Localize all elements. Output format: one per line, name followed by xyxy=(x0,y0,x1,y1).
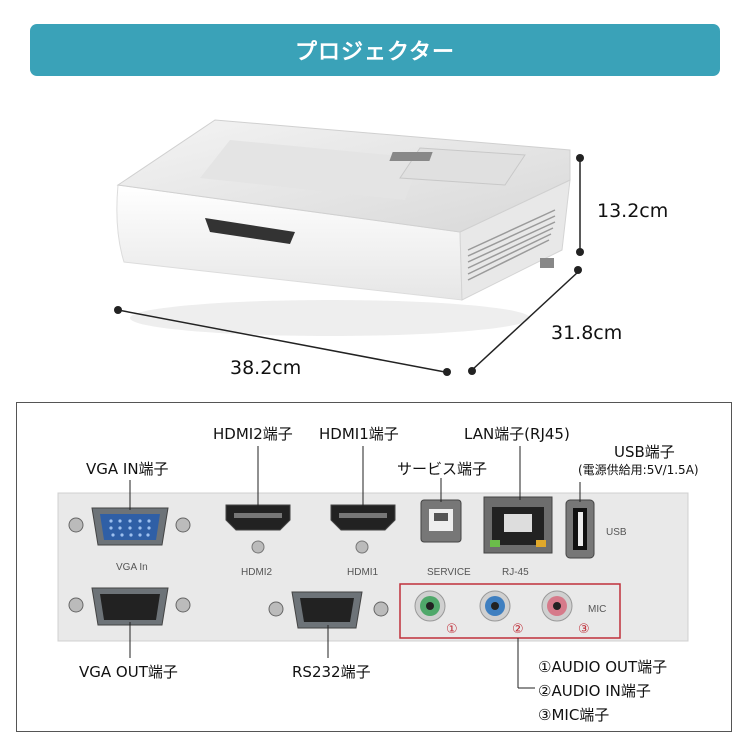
port-panel-frame xyxy=(16,402,732,732)
height-dimension: 13.2cm xyxy=(597,200,669,222)
panel-mic-text: MIC xyxy=(588,604,606,615)
depth-dimension: 31.8cm xyxy=(551,322,623,344)
projector-illustration xyxy=(114,119,584,376)
lan-label: LAN端子(RJ45) xyxy=(464,425,570,443)
panel-hdmi1-text: HDMI1 xyxy=(347,567,379,578)
vga-in-label: VGA IN端子 xyxy=(86,460,169,478)
width-dimension: 38.2cm xyxy=(230,357,302,379)
panel-hdmi2-text: HDMI2 xyxy=(241,567,273,578)
rs232-label: RS232端子 xyxy=(292,663,371,681)
audio-num-2: ② xyxy=(512,621,524,636)
title-banner: プロジェクター xyxy=(30,24,720,76)
audio-in-label: ②AUDIO IN端子 xyxy=(538,682,651,700)
panel-rj45-text: RJ-45 xyxy=(502,567,529,578)
usb-label: USB端子 xyxy=(614,443,675,461)
vga-in-port xyxy=(68,507,191,546)
usb-note-label: (電源供給用:5V/1.5A) xyxy=(578,463,699,477)
audio-num-1: ① xyxy=(446,621,458,636)
banner-title: プロジェクター xyxy=(294,40,456,65)
panel-usb-text: USB xyxy=(606,527,627,538)
audio-out-label: ①AUDIO OUT端子 xyxy=(538,658,668,676)
vga-out-port xyxy=(68,587,191,626)
mic-label: ③MIC端子 xyxy=(538,706,610,724)
vga-out-label: VGA OUT端子 xyxy=(79,663,178,681)
rs232-port xyxy=(268,591,389,629)
panel-service-text: SERVICE xyxy=(427,567,471,578)
service-label: サービス端子 xyxy=(397,460,488,478)
panel-vga-in-text: VGA In xyxy=(116,562,148,573)
audio-num-3: ③ xyxy=(578,621,590,636)
hdmi2-label: HDMI2端子 xyxy=(213,425,293,443)
hdmi1-label: HDMI1端子 xyxy=(319,425,399,443)
